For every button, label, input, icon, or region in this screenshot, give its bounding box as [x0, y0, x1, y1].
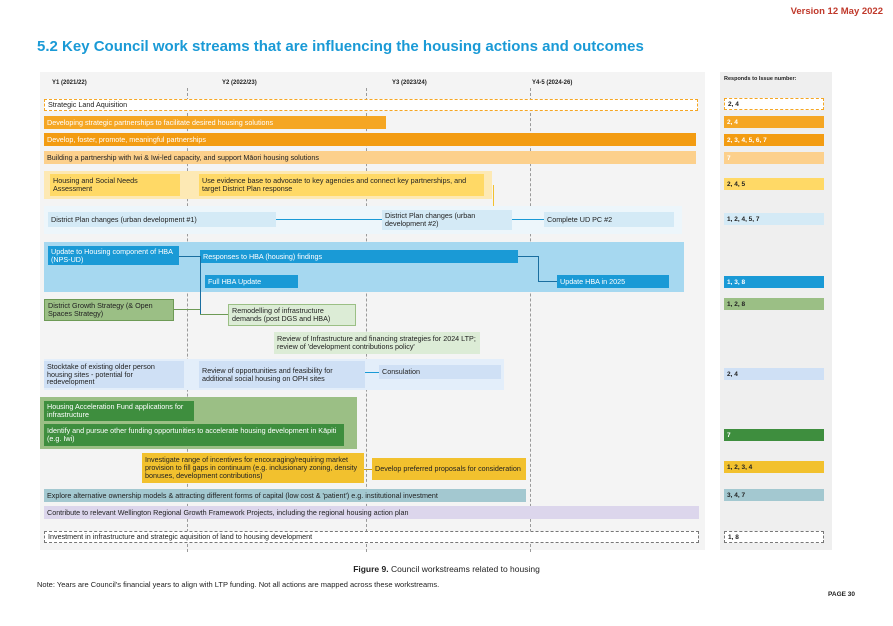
update-hba-2025: Update HBA in 2025 — [557, 275, 669, 288]
row-strategic-partnerships: Developing strategic partnerships to fac… — [44, 116, 386, 129]
year-divider-3 — [530, 88, 531, 552]
year-4-header: Y4-5 (2024-26) — [532, 80, 573, 86]
row-meaningful-partnerships: Develop, foster, promote, meaningful par… — [44, 133, 696, 146]
issue-r13: 3, 4, 7 — [724, 489, 824, 501]
remodelling-infrastructure: Remodelling of infrastructure demands (p… — [228, 304, 356, 326]
issue-r5: 2, 4, 5 — [724, 178, 824, 190]
connector-r5 — [493, 185, 494, 209]
caption-label: Figure 9. — [353, 564, 389, 574]
row-strategic-land: Strategic Land Aquisition — [44, 99, 698, 111]
version-label: Version 12 May 2022 — [790, 6, 883, 17]
issue-r15: 1, 8 — [724, 531, 824, 543]
full-hba-update: Full HBA Update — [205, 275, 298, 288]
complete-ud-pc2: Complete UD PC #2 — [544, 212, 674, 227]
issue-r4: 7 — [724, 152, 824, 164]
infrastructure-investment: Investment in infrastructure and strateg… — [44, 531, 699, 543]
connector-r6a — [276, 219, 382, 220]
connector-r12 — [364, 469, 372, 470]
social-housing-review: Review of opportunities and feasibility … — [199, 361, 365, 388]
figure-caption: Figure 9. Council workstreams related to… — [0, 564, 893, 574]
row-iwi-partnership: Building a partnership with Iwi & Iwi-le… — [44, 151, 696, 164]
caption-text: Council workstreams related to housing — [388, 564, 540, 574]
issue-r6: 1, 2, 4, 5, 7 — [724, 213, 824, 225]
district-growth-strategy: District Growth Strategy (& Open Spaces … — [44, 299, 174, 321]
issue-r7: 1, 3, 8 — [724, 276, 824, 288]
issue-r8: 1, 2, 8 — [724, 298, 824, 310]
connector-r10 — [365, 372, 379, 373]
stocktake-older-housing: Stocktake of existing older person housi… — [44, 361, 184, 388]
investigate-incentives: Investigate range of incentives for enco… — [142, 453, 364, 483]
connector-r7c — [518, 256, 538, 257]
issue-r10: 2, 4 — [724, 368, 824, 380]
connector-r7d — [538, 256, 539, 282]
preferred-proposals: Develop preferred proposals for consider… — [372, 458, 526, 480]
consultation: Consulation — [379, 365, 501, 379]
year-2-header: Y2 (2022/23) — [222, 80, 257, 86]
footnote: Note: Years are Council's financial year… — [37, 580, 440, 589]
hba-update-component: Update to Housing component of HBA (NPS-… — [48, 246, 179, 265]
connector-r7a — [179, 256, 200, 257]
issues-header: Responds to Issue number: — [724, 76, 797, 82]
connector-r8b — [200, 314, 228, 315]
housing-needs-assessment: Housing and Social Needs Assessment — [50, 174, 180, 196]
connector-r6b — [512, 219, 544, 220]
connector-r7e — [538, 281, 557, 282]
infrastructure-financing-review: Review of Infrastructure and financing s… — [274, 332, 480, 354]
alternative-ownership: Explore alternative ownership models & a… — [44, 489, 526, 502]
year-3-header: Y3 (2023/24) — [392, 80, 427, 86]
housing-acceleration-fund: Housing Acceleration Fund applications f… — [44, 401, 194, 421]
issue-r1: 2, 4 — [724, 98, 824, 110]
issue-r3: 2, 3, 4, 5, 6, 7 — [724, 134, 824, 146]
district-plan-ud1: District Plan changes (urban development… — [48, 212, 276, 227]
issue-r12: 1, 2, 3, 4 — [724, 461, 824, 473]
wellington-growth-framework: Contribute to relevant Wellington Region… — [44, 506, 699, 519]
issue-r2: 2, 4 — [724, 116, 824, 128]
year-divider-1 — [187, 88, 188, 552]
issue-r11: 7 — [724, 429, 824, 441]
other-funding-opportunities: Identify and pursue other funding opport… — [44, 424, 344, 446]
year-divider-2 — [366, 88, 367, 552]
year-1-header: Y1 (2021/22) — [52, 80, 87, 86]
evidence-advocacy: Use evidence base to advocate to key age… — [199, 174, 484, 196]
district-plan-ud2: District Plan changes (urban development… — [382, 210, 512, 230]
connector-r8a — [174, 309, 200, 310]
page-title: 5.2 Key Council work streams that are in… — [37, 38, 644, 55]
hba-responses: Responses to HBA (housing) findings — [200, 250, 518, 263]
connector-r7b — [200, 256, 201, 314]
page-number: PAGE 30 — [828, 591, 855, 598]
